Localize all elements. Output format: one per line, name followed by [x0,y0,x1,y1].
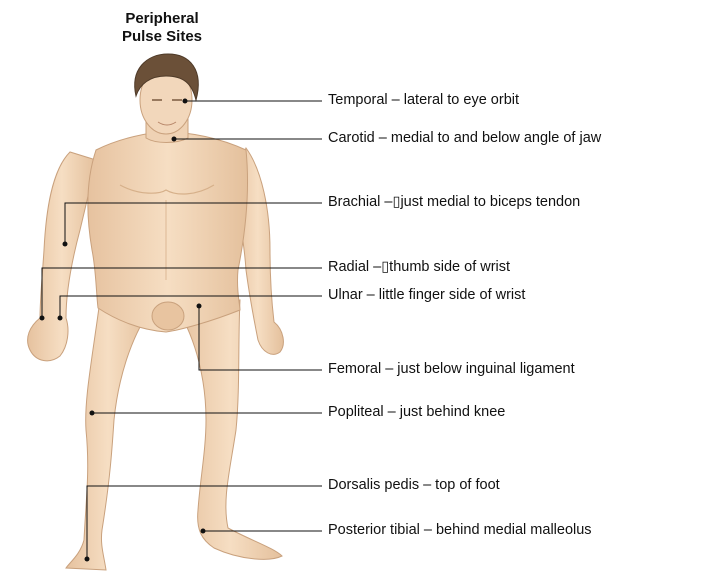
label-popliteal: Popliteal – just behind knee [328,404,505,420]
brachial-dot [63,242,68,247]
label-temporal: Temporal – lateral to eye orbit [328,92,519,108]
label-radial: Radial –▯thumb side of wrist [328,259,510,275]
posterior-tibial-dot [201,529,206,534]
label-brachial: Brachial –▯just medial to biceps tendon [328,194,580,210]
label-ulnar: Ulnar – little finger side of wrist [328,287,525,303]
femoral-dot [197,304,202,309]
carotid-dot [172,137,177,142]
groin [152,302,184,330]
popliteal-dot [90,411,95,416]
label-dorsalis-pedis: Dorsalis pedis – top of foot [328,477,500,493]
left-leg [66,300,150,570]
label-posterior-tibial: Posterior tibial – behind medial malleol… [328,522,592,538]
ulnar-dot [58,316,63,321]
temporal-dot [183,99,188,104]
radial-dot [40,316,45,321]
dorsalis-pedis-dot [85,557,90,562]
right-side-arm [28,152,96,361]
label-carotid: Carotid – medial to and below angle of j… [328,130,601,146]
label-femoral: Femoral – just below inguinal ligament [328,361,575,377]
